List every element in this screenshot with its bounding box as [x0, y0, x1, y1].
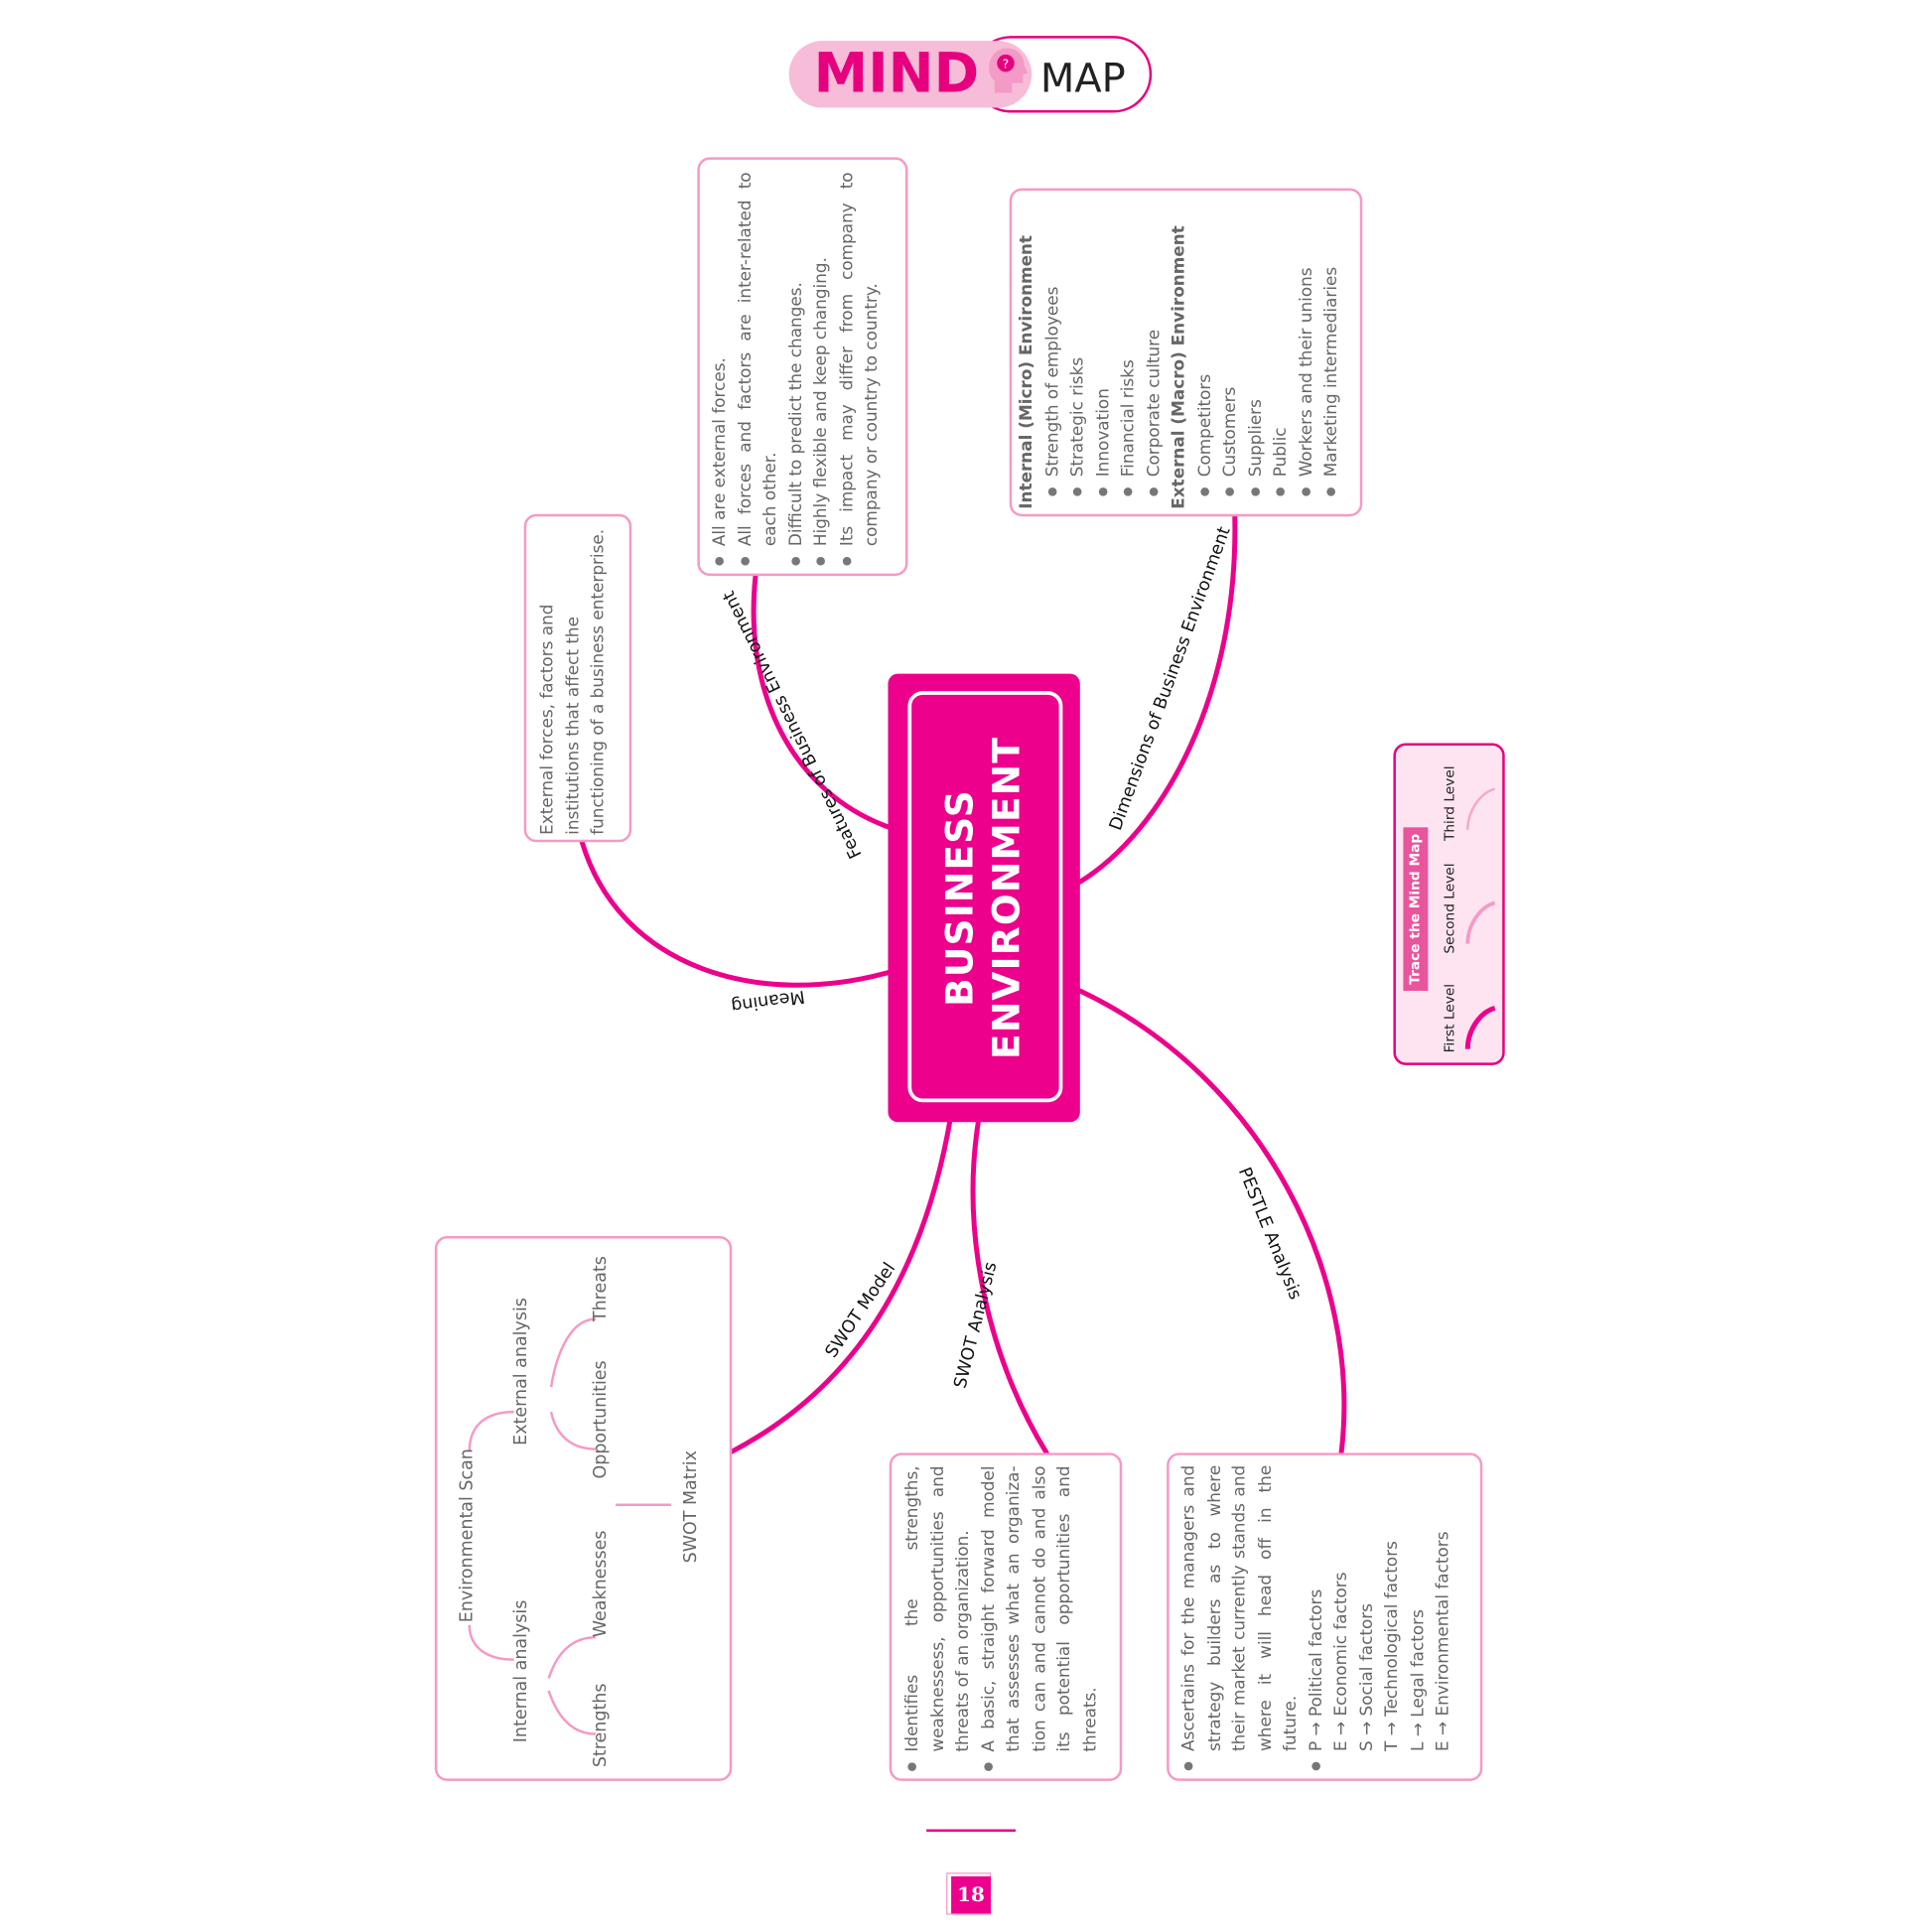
external-analysis: External analysis [511, 1298, 532, 1446]
internal-item: Innovation [1090, 201, 1116, 477]
swot-analysis-branch [970, 1118, 1049, 1455]
internal-item: Strategic risks [1065, 201, 1091, 477]
features-branch [751, 573, 893, 830]
dimensions-branch [1077, 513, 1238, 885]
pestle-factors: P → Political factors E → Economic facto… [1304, 1465, 1455, 1751]
pestle-factor: E → Economic factors [1331, 1572, 1352, 1751]
central-topic: BUSINESS ENVIRONMENT [888, 673, 1080, 1123]
map-word: MAP [1039, 54, 1126, 102]
head-question-icon: ? [985, 44, 1030, 98]
swot-analysis-item: A basic, straight forward model that ass… [975, 1465, 1102, 1751]
mind-map-header: MIND ? MAP [788, 36, 1155, 117]
meaning-branch [579, 839, 893, 988]
central-title-line1: BUSINESS [937, 788, 982, 1007]
central-topic-frame [907, 691, 1063, 1103]
pestle-factor: E → Environmental factors [1433, 1531, 1453, 1751]
page-number: 18 [951, 1875, 991, 1914]
internal-heading: Internal (Micro) Environment [1017, 234, 1037, 509]
legend-level-arcs [1464, 787, 1496, 1049]
pestle-factor: S → Social factors [1356, 1603, 1377, 1751]
pestle-item: Ascertains for the managers and strategy… [1176, 1465, 1304, 1751]
meaning-box: External forces, factors and institution… [523, 513, 632, 843]
pestle-factor: L → Legal factors [1407, 1609, 1428, 1751]
svg-text:?: ? [1003, 57, 1010, 71]
internal-analysis: Internal analysis [511, 1599, 532, 1743]
pestle-factor: T → Technological factors [1382, 1541, 1403, 1751]
pestle-box: Ascertains for the managers and strategy… [1167, 1452, 1483, 1781]
features-item: Its impact may differ from company to co… [834, 172, 885, 546]
external-item: Public [1268, 201, 1294, 477]
features-item: All forces and factors are inter-related… [733, 172, 783, 546]
internal-item: Strength of employees [1039, 201, 1065, 478]
environmental-scan: Environmental Scan [457, 1449, 478, 1623]
swot-analysis-box: Identifies the strengths, weaknessess, o… [889, 1452, 1123, 1781]
threats: Threats [591, 1256, 612, 1322]
features-item: Highly flexible and keep changing. [809, 172, 835, 546]
pestle-branch [1077, 988, 1347, 1455]
external-item: Workers and their unions [1294, 201, 1319, 477]
swot-analysis-list: Identifies the strengths, weaknessess, o… [899, 1465, 1103, 1774]
opportunities: Opportunities [591, 1360, 612, 1479]
swot-model-box: Environmental Scan Internal analysis Ext… [434, 1236, 733, 1781]
central-title-line2: ENVIRONMENT [985, 736, 1030, 1059]
internal-item: Financial risks [1116, 201, 1142, 477]
features-box: All are external forces. All forces and … [697, 157, 908, 577]
internal-item: Corporate culture [1142, 201, 1168, 477]
external-item: Customers [1217, 201, 1243, 478]
external-item: Marketing intermediaries [1319, 201, 1345, 477]
swot-matrix: SWOT Matrix [681, 1450, 702, 1564]
external-heading: External (Macro) Environment [1169, 225, 1189, 509]
mind-word: MIND [813, 42, 980, 106]
pestle-list: Ascertains for the managers and strategy… [1176, 1465, 1455, 1774]
legend-box: Trace the Mind Map First Level Second Le… [1393, 743, 1505, 1065]
second-level-arc [1465, 900, 1496, 944]
internal-list: Strength of employees Strategic risks In… [1039, 201, 1167, 509]
features-item: All are external forces. [707, 172, 733, 546]
swot-analysis-item: Identifies the strengths, weaknessess, o… [899, 1465, 976, 1751]
swot-model-branch [729, 1118, 953, 1454]
central-topic-title: BUSINESS ENVIRONMENT [937, 737, 1032, 1059]
dimensions-box: Internal (Micro) Environment Strength of… [1009, 188, 1363, 517]
legend-title: Trace the Mind Map [1403, 827, 1429, 991]
external-item: Competitors [1192, 201, 1218, 477]
first-level-arc [1464, 1006, 1496, 1049]
features-item: Difficult to predict the changes. [783, 172, 809, 546]
swot-tree-lines [468, 1317, 672, 1735]
features-list: All are external forces. All forces and … [707, 172, 885, 568]
pestle-factor: P → Political factors [1306, 1588, 1326, 1751]
weaknesses: Weaknesses [591, 1530, 612, 1638]
external-item: Suppliers [1243, 201, 1269, 477]
third-level-arc [1466, 787, 1496, 830]
external-list: Competitors Customers Suppliers Public W… [1192, 201, 1344, 509]
meaning-text: External forces, factors and institution… [537, 528, 609, 835]
strengths: Strengths [591, 1683, 612, 1768]
